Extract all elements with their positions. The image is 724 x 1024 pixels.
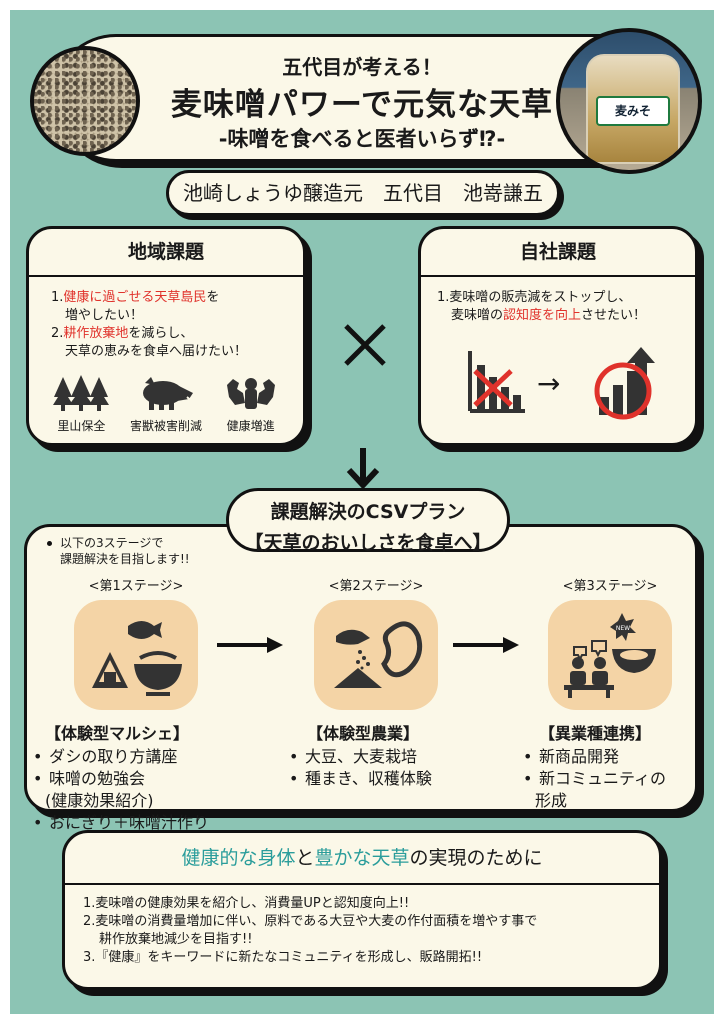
plan-note-line2: 課題解決を目指します!! — [60, 552, 190, 566]
local-issue-card: 地域課題 1.健康に過ごせる天草島民を 増やしたい！ 2.耕作放棄地を減らし、 … — [26, 226, 306, 446]
plan-heading: 課題解決のCSVプラン 【天草のおいしさを食卓へ】 — [226, 488, 510, 554]
plan-note: 以下の3ステージで 課題解決を目指します!! — [47, 535, 190, 567]
trees-icon — [53, 375, 110, 411]
company-issue-heading: 自社課題 — [421, 229, 695, 277]
stage-1-list: ダシの取り方講座 味噌の勉強会 (健康効果紹介) おにぎり＋味噌汁作り — [31, 746, 241, 834]
local-issue-item2: 2.耕作放棄地を減らし、 — [51, 325, 293, 343]
icon-item-boar: 害獣被害削減 — [126, 375, 206, 434]
page-title: 麦味噌パワーで元気な天草 — [170, 87, 554, 123]
stage-1-icon-box — [74, 600, 198, 710]
goals-card: 健康的な身体と豊かな天草の実現のために 1.麦味噌の健康効果を紹介し、消費量UP… — [62, 830, 662, 990]
plan-card: 以下の3ステージで 課題解決を目指します!! <第1ステージ> 【体験型マルシェ… — [24, 524, 698, 834]
plan-note-line1: 以下の3ステージで — [60, 536, 164, 550]
cross-icon — [344, 324, 386, 366]
list-item: おにぎり＋味噌汁作り — [31, 812, 241, 834]
stage-3: <第3ステージ> NEW 【異業種連携】 新商品開発 — [505, 575, 715, 812]
item-text: を — [206, 290, 220, 305]
stage-2-list: 大豆、大麦栽培 種まき、収穫体験 — [271, 746, 481, 790]
heading-text: と — [295, 847, 315, 869]
company-issue-body: 1.麦味噌の販売減をストップし、 麦味噌の認知度を向上させたい！ — [421, 277, 695, 325]
stage-2-icon-box — [314, 600, 438, 710]
highlight-text: 健康的な身体 — [181, 847, 296, 869]
list-item: 味噌の勉強会 — [31, 768, 241, 790]
boar-icon — [142, 377, 193, 410]
company-issue-line2: 麦味噌の認知度を向上させたい！ — [437, 307, 685, 325]
arrow-right-icon: → — [537, 367, 561, 400]
icon-item-satoyama: 里山保全 — [41, 375, 121, 434]
company-issue-card: 自社課題 1.麦味噌の販売減をストップし、 麦味噌の認知度を向上させたい！ → — [418, 226, 698, 446]
stage-3-list: 新商品開発 新コミュニティの 形成 — [505, 746, 715, 812]
heading-text: の実現のために — [409, 847, 543, 869]
title-line1: 五代目が考える！ — [282, 55, 442, 79]
icon-item-health: 健康増進 — [211, 375, 291, 434]
highlight-text: 健康に過ごせる天草島民 — [63, 290, 207, 305]
new-badge-text: NEW — [616, 625, 630, 632]
goals-list: 1.麦味噌の健康効果を紹介し、消費量UPと認知度向上!! 2.麦味噌の消費量増加… — [65, 885, 659, 967]
stage-title: 【異業種連携】 — [539, 724, 652, 743]
goals-heading: 健康的な身体と豊かな天草の実現のために — [65, 833, 659, 885]
goal-item: 2.麦味噌の消費量増加に伴い、原料である大豆や大麦の作付面積を増やす事で — [83, 914, 538, 929]
bean-seed-icon — [334, 621, 423, 688]
plan-title: 課題解決のCSVプラン — [270, 501, 466, 523]
item-text: を減らし、 — [128, 326, 194, 341]
icon-label: 健康増進 — [226, 419, 275, 433]
item-number: 2. — [51, 326, 64, 341]
goal-item: 1.麦味噌の健康効果を紹介し、消費量UPと認知度向上!! — [83, 896, 410, 911]
highlight-text: 耕作放棄地 — [63, 326, 129, 341]
highlight-text: 認知度を向上 — [503, 308, 582, 323]
stage-label: <第3ステージ> — [562, 579, 658, 594]
stage-title: 【体験型農業】 — [307, 724, 420, 743]
onigiri-fish-bowl-icon — [92, 621, 182, 696]
item-text: 麦味噌の — [451, 308, 504, 323]
miso-bag: 麦みそ — [586, 54, 680, 164]
company-issue-line1: 1.麦味噌の販売減をストップし、 — [437, 290, 632, 305]
stage-1: <第1ステージ> 【体験型マルシェ】 ダシの取り方講座 味噌の勉強会 (健康効果… — [31, 575, 241, 834]
highlight-text: 豊かな天草 — [314, 847, 410, 869]
list-item: 新コミュニティの — [521, 768, 715, 790]
author-name: 池崎しょうゆ醸造元 五代目 池嵜謙五 — [166, 170, 560, 216]
list-item: 形成 — [535, 791, 568, 810]
barley-photo — [30, 46, 140, 156]
growth-chart-icon — [594, 347, 655, 420]
title-subtitle: -味噌を食べると医者いらず⁉- — [218, 127, 506, 151]
local-issue-item1: 1.健康に過ごせる天草島民を — [51, 289, 293, 307]
arrow-right-icon — [453, 637, 519, 653]
list-item: 新商品開発 — [521, 746, 715, 768]
plan-subtitle: 【天草のおいしさを食卓へ】 — [244, 532, 492, 554]
item-number: 1. — [51, 290, 64, 305]
list-item: 種まき、収穫体験 — [287, 768, 481, 790]
arrow-right-icon — [217, 637, 283, 653]
bag-label: 麦みそ — [596, 96, 670, 126]
stage-3-icon-box: NEW — [548, 600, 672, 710]
local-issue-heading: 地域課題 — [29, 229, 303, 277]
list-item: ダシの取り方講座 — [31, 746, 241, 768]
item-text: させたい！ — [581, 308, 647, 323]
local-issue-body: 1.健康に過ごせる天草島民を 増やしたい！ 2.耕作放棄地を減らし、 天草の恵み… — [29, 277, 303, 361]
stage-label: <第1ステージ> — [88, 579, 184, 594]
stage-title: 【体験型マルシェ】 — [45, 724, 190, 743]
list-item: (健康効果紹介) — [45, 791, 154, 810]
stage-2: <第2ステージ> 【体験型農業】 大豆、大麦栽培 種まき、収穫体験 — [271, 575, 481, 790]
meeting-newbowl-icon: NEW — [564, 613, 656, 698]
arrow-down-icon — [346, 448, 380, 490]
list-item: 大豆、大麦栽培 — [287, 746, 481, 768]
muscle-icon — [226, 378, 275, 409]
miso-bag-photo: 麦みそ — [556, 28, 702, 174]
icon-label: 害獣被害削減 — [129, 419, 202, 433]
icon-label: 里山保全 — [57, 419, 106, 433]
local-issue-item2-cont: 天草の恵みを食卓へ届けたい！ — [65, 344, 248, 359]
bullet-dot — [47, 541, 52, 546]
declining-chart-icon — [468, 351, 525, 413]
goal-item: 3.『健康』をキーワードに新たなコミュニティを形成し、販路開拓!! — [83, 950, 483, 965]
local-issue-icons: 里山保全 害獣被害削減 — [39, 375, 293, 434]
stage-label: <第2ステージ> — [328, 579, 424, 594]
goal-item-cont: 耕作放棄地減少を目指す!! — [99, 932, 253, 947]
local-issue-item1-cont: 増やしたい！ — [65, 308, 144, 323]
